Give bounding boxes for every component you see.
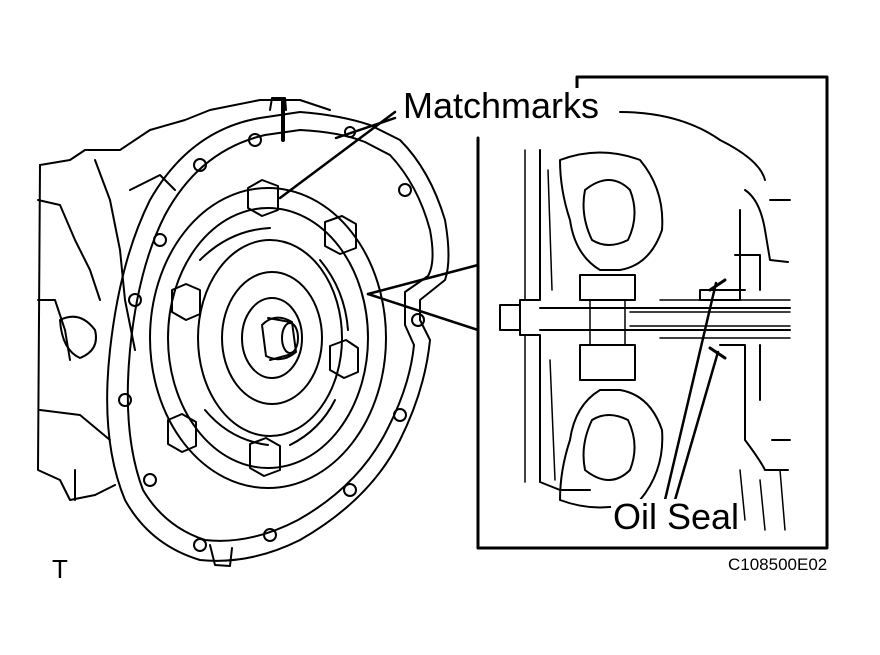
oil-seal-leader-lines: [663, 281, 720, 502]
matchmarks-label: Matchmarks: [401, 85, 602, 126]
matchmarks-to-frame-line: [619, 111, 766, 181]
corner-mark-label: T: [52, 554, 68, 584]
detail-callout-lines: [366, 263, 480, 332]
oil-seal-label: Oil Seal: [611, 496, 742, 537]
torque-converter: [149, 179, 387, 489]
bell-housing: [106, 97, 450, 567]
converter-cross-section: [499, 149, 791, 531]
transmission-housing: [37, 99, 331, 501]
detail-frame: [476, 75, 829, 550]
figure-id-label: C108500E02: [728, 555, 828, 574]
matchmark-leader-lines: [278, 98, 397, 200]
